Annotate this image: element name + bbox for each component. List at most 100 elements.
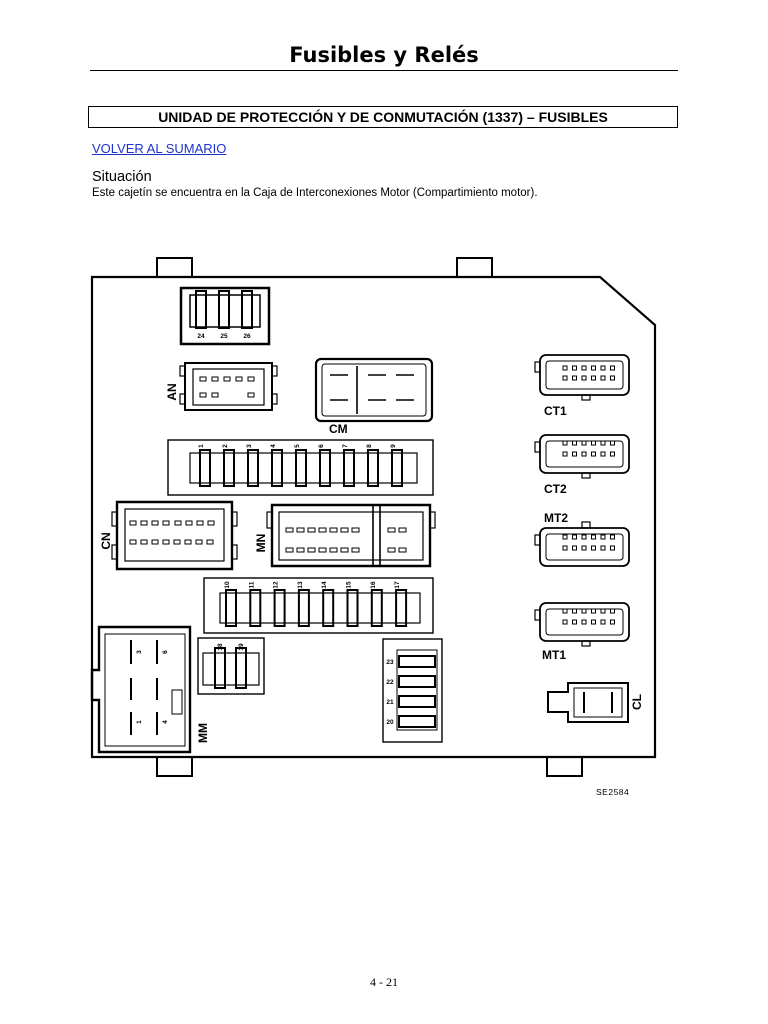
connector-pin [185, 520, 193, 526]
connector-pin [572, 451, 577, 457]
page-number: 4 - 21 [370, 975, 398, 989]
connector-pin [340, 547, 349, 553]
connector-pin [610, 619, 615, 625]
connector-pin [591, 608, 596, 614]
fuse-blade [247, 449, 259, 487]
connector-pin [173, 539, 181, 545]
fuse-number: 22 [386, 679, 394, 686]
connector-pin [351, 547, 360, 553]
connector-pin [572, 365, 577, 371]
fuse-number: 11 [248, 581, 255, 588]
connector-pin [285, 547, 294, 553]
connector-pin [184, 539, 192, 545]
section-heading: UNIDAD DE PROTECCIÓN Y DE CONMUTACIÓN (1… [88, 106, 678, 128]
mt2-connector [534, 521, 630, 567]
fuse-group-top [179, 286, 271, 346]
fuse-blade [199, 449, 211, 487]
connector-pin [329, 527, 338, 533]
fuse-blade [346, 589, 359, 627]
fuse-blade [391, 449, 403, 487]
connector-pin [591, 451, 596, 457]
fuse-number: 17 [394, 581, 401, 589]
fuse-number: 7 [342, 444, 349, 448]
fuse-number: 1 [198, 444, 205, 448]
fuse-number: 5 [294, 444, 301, 448]
fuse-number: 4 [270, 444, 277, 448]
fuse-number: 18 [217, 643, 224, 651]
situation-text: Este cajetín se encuentra en la Caja de … [92, 187, 538, 199]
label-cl: CL [630, 694, 644, 710]
label-cm: CM [329, 422, 348, 436]
mount-tab [546, 756, 583, 777]
connector-pin [610, 375, 615, 381]
fuse-blade [225, 589, 237, 627]
fuse-blade [343, 449, 355, 487]
mm-relay [90, 625, 192, 754]
connector-pin [329, 547, 338, 553]
connector-pin [129, 539, 137, 545]
connector-pin [591, 534, 596, 540]
connector-pin [581, 440, 587, 446]
fuse-blade [367, 449, 379, 487]
ct1-connector [534, 354, 630, 401]
connector-pin [296, 527, 305, 533]
fuse-number: 20 [386, 719, 394, 726]
cl-connector [547, 682, 629, 723]
connector-pin [572, 440, 577, 446]
connector-pin [600, 365, 606, 371]
connector-pin [610, 365, 615, 371]
fuse-number: 23 [386, 659, 394, 666]
fuse-number: 24 [197, 333, 205, 340]
connector-pin [562, 619, 568, 625]
relay-pin-number: 1 [136, 720, 143, 724]
connector-pin [581, 534, 587, 540]
connector-pin [285, 527, 294, 533]
connector-pin [600, 619, 606, 625]
fuse-number: 15 [346, 581, 353, 589]
connector-pin [581, 375, 587, 381]
cn-connector [111, 500, 238, 571]
connector-pin [581, 608, 587, 614]
connector-pin [195, 539, 203, 545]
connector-pin [398, 527, 407, 533]
connector-pin [562, 451, 568, 457]
connector-pin [340, 527, 349, 533]
back-to-summary-link[interactable]: VOLVER AL SUMARIO [92, 141, 227, 156]
connector-pin [162, 520, 170, 526]
fuse-number: 12 [273, 581, 280, 589]
fuse-blade [273, 589, 286, 627]
connector-pin [600, 451, 606, 457]
connector-pin [591, 375, 596, 381]
label-mt2: MT2 [544, 511, 568, 525]
fuse-number: 25 [220, 333, 228, 340]
connector-pin [610, 451, 615, 457]
connector-pin [600, 608, 606, 614]
fuse-blade [297, 589, 310, 627]
connector-pin [318, 527, 327, 533]
connector-pin [591, 365, 596, 371]
label-mn: MN [254, 534, 268, 553]
cm-relay [314, 357, 434, 423]
label-mm: MM [196, 723, 210, 743]
situation-heading: Situación [92, 169, 152, 185]
connector-pin [591, 545, 596, 551]
fuse-blade [249, 589, 262, 627]
connector-pin [307, 547, 316, 553]
figure-reference: SE2584 [596, 787, 629, 797]
connector-pin [581, 545, 587, 551]
connector-pin [351, 527, 360, 533]
connector-pin [572, 375, 577, 381]
label-ct2: CT2 [544, 482, 567, 496]
connector-pin [591, 440, 596, 446]
fuse-blade [370, 589, 383, 627]
connector-pin [387, 527, 396, 533]
connector-pin [600, 545, 606, 551]
connector-pin [562, 534, 568, 540]
fuse-number: 10 [224, 581, 231, 589]
fuse-blade [271, 449, 283, 487]
fuse-stack [382, 638, 443, 743]
fuse-blade [223, 449, 235, 487]
connector-pin [162, 539, 170, 545]
mount-tab [156, 257, 193, 278]
connector-pin [581, 451, 587, 457]
